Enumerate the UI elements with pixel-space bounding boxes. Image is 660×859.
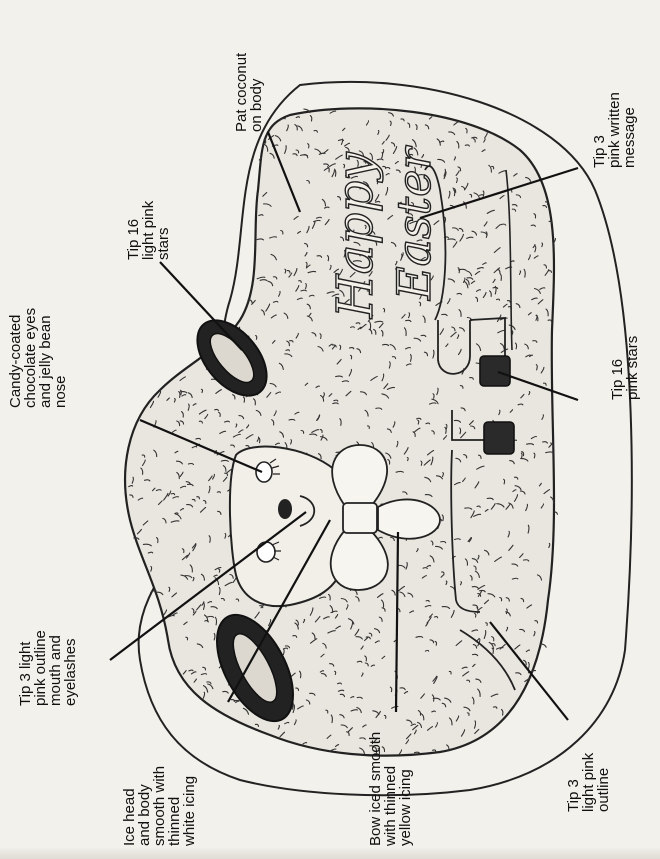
callout-candy-eyes-nose: Candy-coated chocolate eyes and jelly be… [8,308,68,408]
coconut-stroke [296,117,299,118]
coconut-stroke [284,648,288,649]
callout-tip3-outline-mouth: Tip 3 light pink outline mouth and eyela… [18,630,78,706]
callout-tip16-light-pink-stars: Tip 16 light pink stars [126,201,171,260]
coconut-stroke [511,261,514,262]
face-outline [230,447,349,607]
callout-tip3-light-pink-outline: Tip 3 light pink outline [566,753,611,812]
callout-tip16-pink-stars: Tip 16 pink stars [610,336,640,400]
coconut-stroke [174,399,175,402]
jelly-bean-nose [278,499,292,519]
scan-edge [0,847,660,859]
callout-tip3-pink-message: Tip 3 pink written message [592,92,637,168]
callout-pat-coconut: Pat coconut on body [234,53,264,132]
hoof-top [480,356,510,386]
callout-bow-yellow: Bow iced smooth with thinned yellow icin… [368,732,413,846]
coconut-stroke [236,424,237,427]
cake-message: Happy Easter [326,145,441,319]
coconut-stroke [542,243,543,247]
callout-ice-head-body: Ice head and body smooth with thinned wh… [122,766,197,846]
hoof-bottom [484,422,514,454]
message-line-1: Happy [326,152,384,319]
